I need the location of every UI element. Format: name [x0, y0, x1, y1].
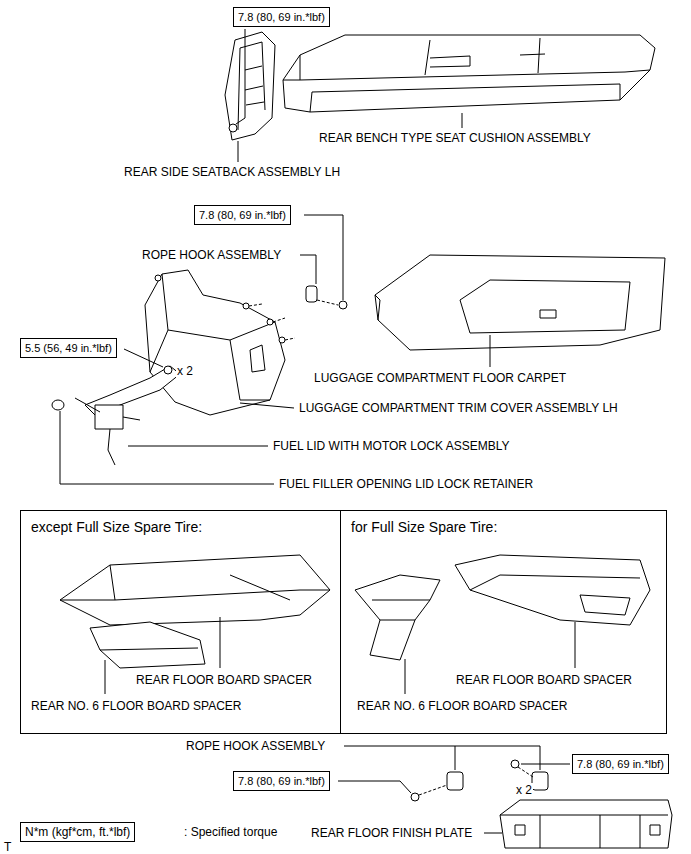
quantity-note: x 2 — [176, 364, 194, 378]
quantity-note: x 2 — [515, 783, 533, 797]
fuel-lid-drawing-part — [95, 405, 123, 429]
part-name: : Specified torque — [183, 825, 278, 839]
rope-hook-drawing-part — [411, 793, 419, 801]
finish-plate-drawing-part — [500, 800, 672, 848]
rope-hook-drawing-part — [339, 301, 347, 309]
spacer-drawing-part — [455, 555, 650, 625]
seatback-drawing-part — [229, 124, 237, 132]
part-name: REAR FLOOR BOARD SPACER — [136, 673, 312, 687]
fuel-lid-drawing-part — [75, 398, 140, 465]
torque-box: 7.8 (80, 69 in.*lbf) — [233, 7, 330, 27]
part-name: ROPE HOOK ASSEMBLY — [141, 248, 282, 262]
part-name: FUEL LID WITH MOTOR LOCK ASSEMBLY — [272, 439, 511, 453]
torque-value: 7.8 (80, 69 in.*lbf) — [577, 758, 664, 770]
spacer-drawing — [355, 555, 650, 660]
part-name: REAR BENCH TYPE SEAT CUSHION ASSEMBLY — [318, 131, 592, 145]
torque-box: 7.8 (80, 69 in.*lbf) — [233, 771, 330, 791]
spacer-drawing-part — [100, 648, 198, 650]
finish-plate-drawing-part — [500, 815, 668, 848]
spacer-drawing-part — [470, 575, 640, 615]
trim-cover-drawing-part — [243, 303, 249, 309]
torque-box: 7.8 (80, 69 in.*lbf) — [194, 205, 291, 225]
leader-line — [236, 29, 245, 124]
seat-cushion-drawing-part — [283, 35, 655, 112]
trim-cover-drawing-part — [267, 319, 273, 325]
seat-cushion-drawing — [283, 35, 655, 112]
spacer-drawing-part — [60, 565, 330, 600]
spacer-drawing-part — [60, 555, 330, 625]
part-name: REAR NO. 6 FLOOR BOARD SPACER — [357, 699, 568, 713]
panel-heading: for Full Size Spare Tire: — [351, 519, 497, 536]
torque-box: 5.5 (56, 49 in.*lbf) — [20, 338, 117, 358]
part-name: FUEL FILLER OPENING LID LOCK RETAINER — [278, 477, 534, 491]
panel-heading: except Full Size Spare Tire: — [31, 519, 202, 536]
spacer-drawing-part — [355, 575, 440, 660]
spacer-drawing — [60, 555, 330, 668]
fuel-lid-drawing-part — [52, 400, 64, 410]
fuel-lid-drawing-part — [164, 366, 172, 374]
floor-carpet-drawing-part — [375, 255, 665, 350]
figure-code: T — [3, 840, 12, 854]
rope-hook-drawing-part — [306, 286, 317, 302]
variant-panel: except Full Size Spare Tire: REAR FLOOR B… — [20, 510, 341, 734]
leader-line — [484, 833, 502, 834]
leader-line — [128, 446, 268, 447]
leader-line — [490, 335, 491, 367]
torque-value: 5.5 (56, 49 in.*lbf) — [25, 342, 112, 354]
part-name: LUGGAGE COMPARTMENT TRIM COVER ASSEMBLY … — [298, 401, 619, 415]
rope-hook-drawing-part — [447, 772, 463, 790]
rope-hook-drawing-part — [317, 300, 338, 305]
seatback-drawing-part — [225, 32, 275, 140]
floor-carpet-drawing-part — [375, 280, 630, 333]
torque-value: 7.8 (80, 69 in.*lbf) — [238, 775, 325, 787]
spacer-drawing-part — [372, 600, 430, 620]
leader-line — [521, 764, 570, 765]
floor-carpet-drawing — [375, 255, 665, 350]
variant-panel: for Full Size Spare Tire: REAR FLOOR BOAR… — [340, 510, 667, 734]
part-name: REAR FLOOR FINISH PLATE — [310, 826, 473, 840]
part-name: REAR SIDE SEATBACK ASSEMBLY LH — [123, 165, 341, 179]
finish-plate-drawing — [500, 800, 672, 848]
leader-line — [344, 746, 540, 770]
rope-hook-drawing — [306, 286, 347, 309]
leader-line — [462, 113, 463, 128]
leader-line — [105, 660, 106, 694]
part-name: REAR NO. 6 FLOOR BOARD SPACER — [31, 699, 242, 713]
leader-line — [124, 349, 163, 367]
torque-box: 7.8 (80, 69 in.*lbf) — [572, 754, 669, 774]
torque-value: 7.8 (80, 69 in.*lbf) — [199, 209, 286, 221]
seatback-drawing-part — [238, 42, 265, 130]
leader-line — [338, 781, 411, 793]
leader-line — [60, 411, 274, 484]
part-name: REAR FLOOR BOARD SPACER — [456, 673, 632, 687]
unit-key: N*m (kgf*cm, ft.*lbf) — [25, 825, 130, 839]
fuel-lid-drawing — [52, 366, 180, 465]
leader-line — [300, 255, 316, 284]
torque-value: 7.8 (80, 69 in.*lbf) — [238, 11, 325, 23]
leader-line — [405, 659, 406, 694]
part-name: ROPE HOOK ASSEMBLY — [185, 739, 326, 753]
leader-line — [304, 215, 343, 300]
trim-cover-drawing — [145, 270, 295, 415]
trim-cover-drawing-part — [155, 275, 161, 281]
leader-line — [575, 622, 576, 668]
legend-key-box: N*m (kgf*cm, ft.*lbf) — [20, 822, 135, 842]
trim-cover-drawing-part — [279, 337, 285, 343]
rope-hook-drawing-part — [532, 772, 548, 790]
leader-line — [240, 403, 294, 408]
rope-hook-drawing — [411, 760, 548, 801]
trim-cover-drawing-part — [249, 304, 295, 340]
part-name: LUGGAGE COMPARTMENT FLOOR CARPET — [313, 371, 567, 385]
trim-cover-drawing-part — [145, 270, 285, 415]
rope-hook-drawing-part — [511, 760, 519, 768]
leader-line — [220, 617, 221, 668]
seatback-drawing — [225, 32, 275, 140]
leader-line — [238, 141, 239, 162]
spacer-drawing-part — [90, 622, 205, 668]
seat-cushion-drawing-part — [310, 84, 620, 112]
seat-cushion-drawing-part — [283, 38, 650, 80]
